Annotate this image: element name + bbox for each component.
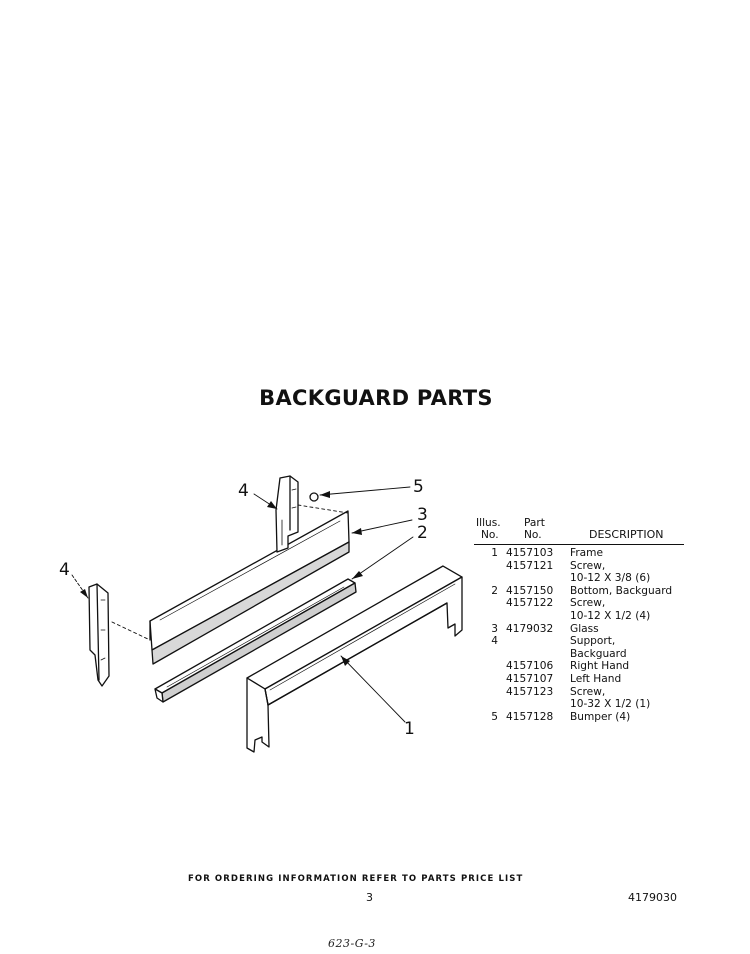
part-no: 4157122	[506, 597, 554, 610]
part-no: 4157150	[506, 584, 554, 597]
table-row: 4157122 Screw,	[474, 597, 684, 610]
illus-no: 4	[491, 635, 498, 648]
callout-1: 1	[404, 719, 415, 739]
part-description: Glass	[570, 622, 599, 635]
part-no: 4157121	[506, 559, 554, 572]
header-illus-line1: Illus.	[476, 517, 501, 529]
part-description: Screw,	[570, 685, 606, 698]
callout-1-leader	[340, 655, 406, 723]
callout-4-upper: 4	[238, 481, 249, 501]
table-row: 3 4179032 Glass	[474, 623, 684, 636]
table-row: 10-32 X 1/2 (1)	[474, 698, 684, 711]
part-no: 4157123	[506, 685, 554, 698]
illus-no: 2	[491, 584, 498, 597]
part-description: Right Hand	[570, 660, 630, 673]
header-illus-line2: No.	[481, 529, 499, 541]
table-row: 1 4157103 Frame	[474, 547, 684, 560]
part-description: Backguard	[570, 647, 627, 660]
table-row: 5 4157128 Bumper (4)	[474, 711, 684, 724]
callout-2: 2	[417, 523, 428, 543]
assembly-guide-lines	[111, 504, 349, 641]
part-description: 10-12 X 3/8 (6)	[570, 572, 651, 585]
illus-no: 3	[491, 622, 498, 635]
backguard-bottom-part	[154, 578, 357, 703]
part-description: Bottom, Backguard	[570, 584, 673, 597]
callout-5: 5	[413, 477, 424, 497]
callout-3-leader	[351, 519, 413, 534]
callout-5-leader	[319, 486, 411, 496]
part-description: Left Hand	[570, 672, 622, 685]
parts-list-header: Illus. No. Part No. DESCRIPTION	[474, 517, 684, 545]
table-row: 4157106 Right Hand	[474, 660, 684, 673]
header-part-line2: No.	[524, 529, 542, 541]
callout-leaders	[71, 486, 414, 723]
left-hand-support-part	[88, 583, 110, 687]
table-row: 4157123 Screw,	[474, 686, 684, 699]
part-no: 4179032	[506, 622, 554, 635]
table-row: 4 Support,	[474, 635, 684, 648]
table-row: 4157121 Screw,	[474, 560, 684, 573]
callout-4-left: 4	[59, 560, 70, 580]
callout-2-leader	[351, 536, 414, 580]
part-description: Support,	[570, 635, 616, 648]
header-part-line1: Part	[524, 517, 545, 529]
bumper-part	[309, 492, 319, 502]
part-description: Frame	[570, 547, 604, 559]
part-description: Screw,	[570, 597, 606, 610]
right-hand-support-part	[275, 475, 299, 553]
part-no: 4157107	[506, 672, 554, 685]
illus-no: 5	[491, 710, 498, 723]
part-no: 4157103	[506, 547, 554, 559]
header-description: DESCRIPTION	[589, 528, 664, 541]
part-description: Screw,	[570, 559, 606, 572]
table-row: 2 4157150 Bottom, Backguard	[474, 585, 684, 598]
document-number: 4179030	[628, 891, 677, 904]
part-description: 10-12 X 1/2 (4)	[570, 609, 651, 622]
part-no: 4157128	[506, 710, 554, 723]
part-description: Bumper (4)	[570, 710, 631, 723]
handwritten-note: 623-G-3	[328, 937, 376, 950]
illus-no: 1	[491, 547, 498, 559]
page-title: BACKGUARD PARTS	[259, 386, 493, 410]
table-row: Backguard	[474, 648, 684, 661]
parts-list-table: Illus. No. Part No. DESCRIPTION 1 4157103…	[474, 517, 684, 723]
table-row: 4157107 Left Hand	[474, 673, 684, 686]
page-number: 3	[366, 891, 373, 904]
ordering-note: FOR ORDERING INFORMATION REFER TO PARTS …	[188, 874, 524, 884]
table-row: 10-12 X 3/8 (6)	[474, 572, 684, 585]
part-no: 4157106	[506, 660, 554, 673]
part-description: 10-32 X 1/2 (1)	[570, 698, 651, 711]
callout-3: 3	[417, 505, 428, 525]
frame-part	[246, 565, 463, 753]
table-row: 10-12 X 1/2 (4)	[474, 610, 684, 623]
